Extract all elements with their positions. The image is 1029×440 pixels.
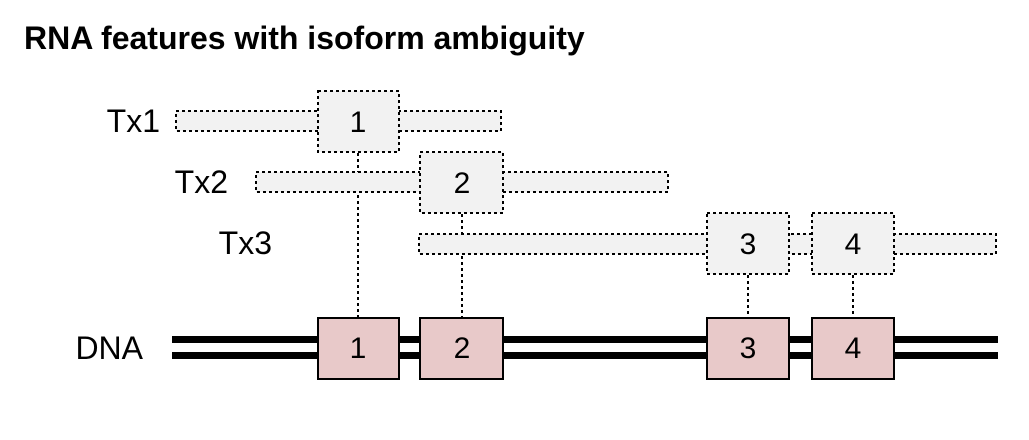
- connector-lines: [357, 153, 854, 318]
- dna-track: DNA 1 2 3 4: [75, 317, 998, 380]
- dna-strand-top: [172, 336, 998, 343]
- dna-exon-label-1: 1: [350, 332, 367, 365]
- dna-exon-label-3: 3: [740, 332, 757, 365]
- transcript-label-tx3: Tx3: [219, 225, 272, 261]
- dna-strand-bottom: [172, 352, 998, 359]
- transcript-tx3: Tx3 3 4: [219, 212, 997, 275]
- dna-exon-label-4: 4: [845, 332, 862, 365]
- tx1-exon-label: 1: [350, 106, 367, 139]
- transcript-label-tx2: Tx2: [175, 164, 228, 200]
- transcript-tx1: Tx1 1: [107, 90, 502, 153]
- tx3-exon-box-4: [811, 212, 895, 275]
- tx3-exon-label-4: 4: [845, 228, 862, 261]
- transcript-label-tx1: Tx1: [107, 103, 160, 139]
- diagram-title: RNA features with isoform ambiguity: [24, 20, 585, 56]
- dna-label: DNA: [75, 330, 143, 366]
- tx3-exon-box-3: [706, 212, 790, 275]
- transcript-tx2: Tx2 2: [175, 151, 669, 214]
- tx1-exon-box: [317, 90, 400, 153]
- tx2-exon-box: [419, 151, 504, 214]
- tx3-exon-label-3: 3: [740, 228, 757, 261]
- dna-exon-box-4: [811, 317, 895, 380]
- dna-exon-label-2: 2: [454, 332, 471, 365]
- dna-exon-box-3: [706, 317, 790, 380]
- tx2-exon-label: 2: [454, 167, 471, 200]
- dna-exon-box-2: [419, 317, 504, 380]
- dna-exon-box-1: [317, 317, 400, 380]
